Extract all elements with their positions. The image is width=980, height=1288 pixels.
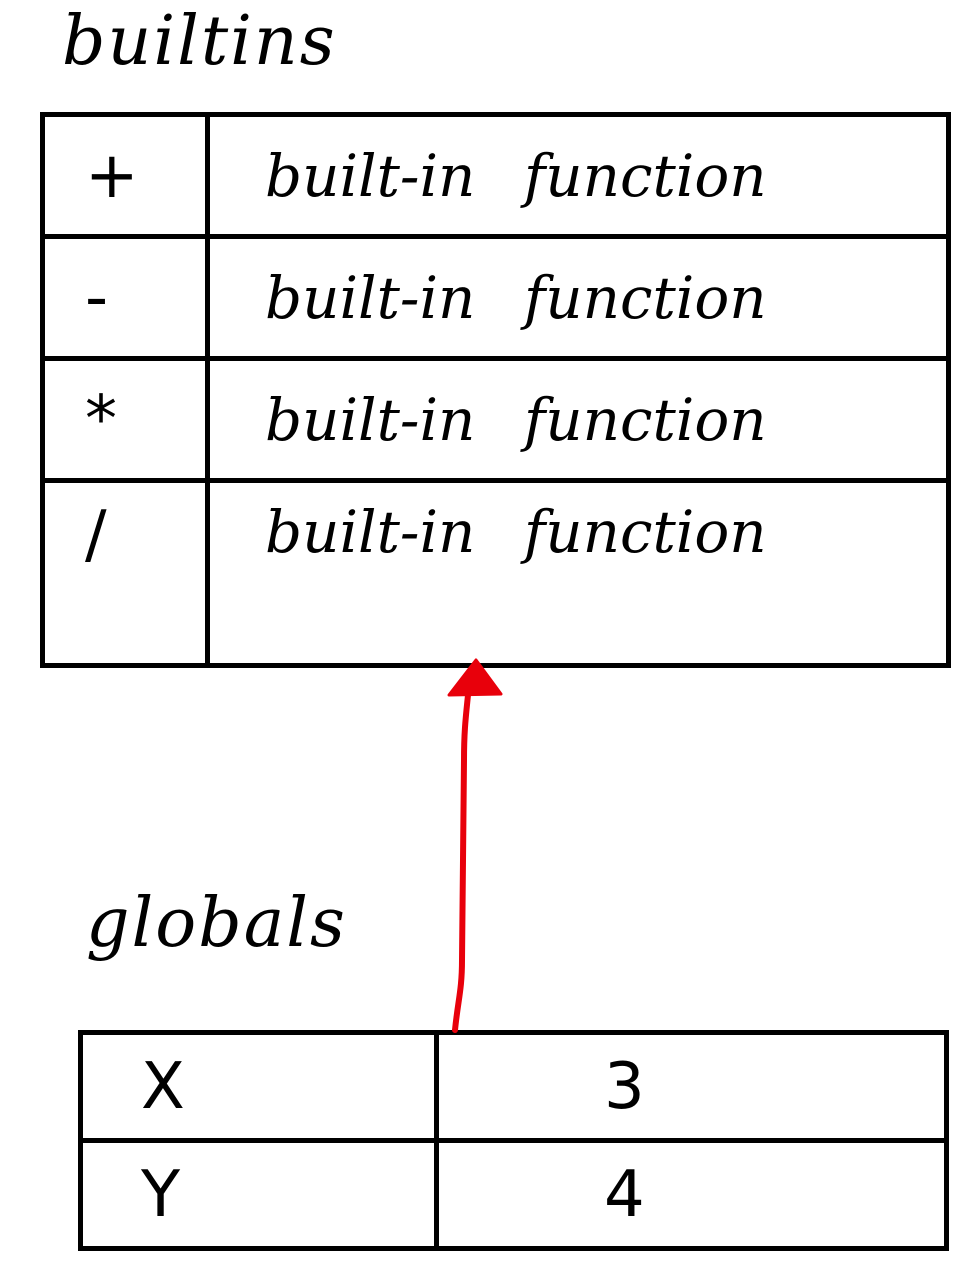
builtins-value-cell: built-in function [205, 356, 951, 483]
globals-frame-table: X 3 Y 4 [78, 1030, 949, 1251]
builtins-name-cell: / [40, 478, 210, 668]
globals-name-cell: Y [78, 1138, 439, 1251]
builtins-value-cell: built-in function [205, 478, 951, 668]
builtins-row: / built-in function [40, 478, 951, 668]
globals-value-cell: 4 [434, 1138, 949, 1251]
builtins-name-cell: - [40, 234, 210, 361]
builtins-row: - built-in function [40, 234, 951, 361]
globals-row: Y 4 [78, 1138, 949, 1251]
builtins-value-cell: built-in function [205, 234, 951, 361]
globals-name-cell: X [78, 1030, 439, 1143]
builtins-name-cell: * [40, 356, 210, 483]
builtins-row: + built-in function [40, 112, 951, 239]
globals-row: X 3 [78, 1030, 949, 1143]
globals-frame-title: globals [86, 884, 347, 963]
builtins-name-cell: + [40, 112, 210, 239]
globals-value-cell: 3 [434, 1030, 949, 1143]
builtins-frame-title: builtins [62, 2, 337, 81]
arrow-shaft [452, 692, 471, 1033]
builtins-value-cell: built-in function [205, 112, 951, 239]
builtins-row: * built-in function [40, 356, 951, 483]
builtins-frame-table: + built-in function - built-in function … [40, 112, 951, 668]
